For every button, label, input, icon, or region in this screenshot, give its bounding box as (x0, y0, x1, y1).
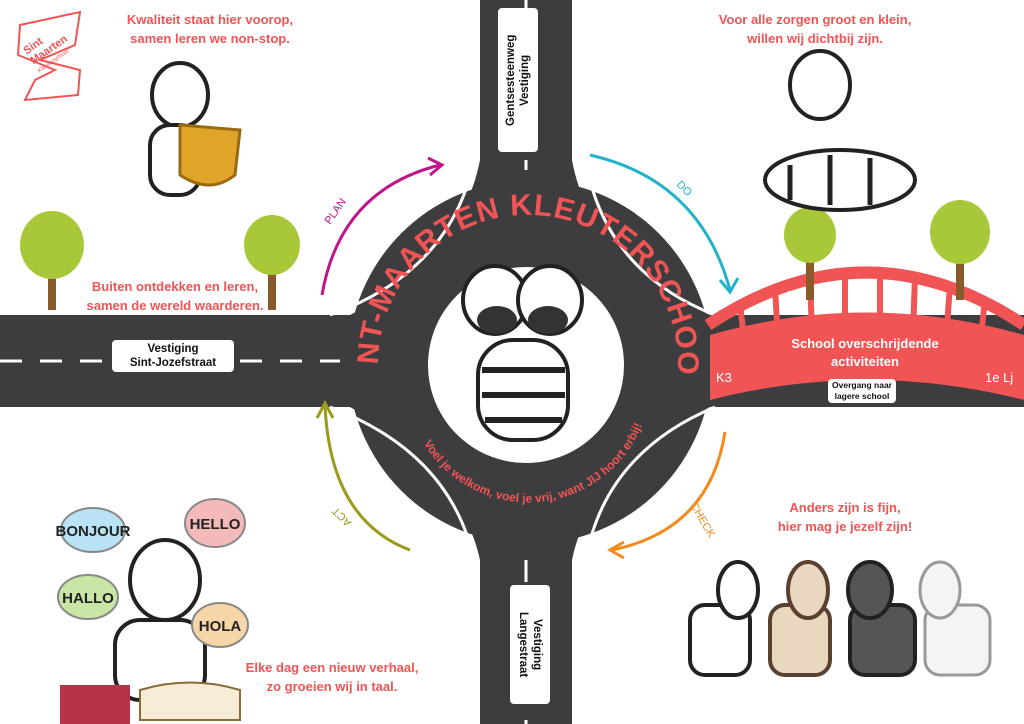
sign-line: Langestraat (517, 611, 529, 678)
zebra-hug-illustration (763, 49, 917, 212)
check-label: CHECK (687, 501, 717, 541)
svg-text:PLAN: PLAN (323, 196, 349, 226)
sign-line: Sint-Jozefstraat (129, 357, 217, 369)
bridge-label: School overschrijdende activiteiten (770, 335, 960, 371)
caption-line: Kwaliteit staat hier voorop, (126, 12, 294, 27)
act-arrow (323, 404, 411, 552)
caption-line: Elke dag een nieuw verhaal, (245, 660, 419, 675)
plan-arrow (320, 163, 441, 296)
caption-quality: Kwaliteit staat hier voorop, samen leren… (105, 10, 315, 48)
caption-language: Elke dag een nieuw verhaal, zo groeien w… (232, 658, 432, 696)
sign-sint-jozefstraat: Vestiging Sint-Jozefstraat (112, 340, 234, 372)
do-arrow (589, 153, 732, 291)
caption-line: samen de wereld waarderen. (86, 298, 264, 313)
bridge-label-line: activiteiten (831, 354, 899, 369)
sign-gentsesteenweg: Vestiging Gentsesteenweg (498, 8, 538, 152)
reading-zebra-illustration (60, 538, 241, 724)
caption-line: willen wij dichtbij zijn. (747, 31, 883, 46)
caption-diversity: Anders zijn is fijn, hier mag je jezelf … (745, 498, 945, 536)
school-logo (16, 10, 82, 102)
svg-text:ACT: ACT (330, 504, 354, 528)
bubble-hello: HELLO (190, 516, 241, 533)
sign-langestraat: Vestiging Langestraat (510, 585, 550, 704)
sign-line: Overgang naar (832, 380, 892, 390)
do-label: DO (674, 179, 694, 199)
tree-illustrations (20, 200, 990, 310)
plan-label: PLAN (323, 196, 349, 226)
bridge-1e-lj: 1e Lj (985, 370, 1014, 385)
svg-text:CHECK: CHECK (687, 501, 717, 541)
caption-line: Buiten ontdekken en leren, (91, 279, 259, 294)
sign-line: lagere school (834, 391, 890, 401)
caption-line: zo groeien wij in taal. (266, 679, 398, 694)
zebra-shield-illustration (148, 61, 242, 197)
four-zebras-illustration (688, 560, 992, 677)
bridge-k3: K3 (716, 370, 732, 385)
sign-line: Vestiging (531, 618, 543, 671)
sign-line: Gentsesteenweg (505, 34, 517, 126)
bubble-hallo: HALLO (62, 590, 114, 607)
caption-line: samen leren we non-stop. (130, 31, 290, 46)
sign-line: Vestiging (147, 343, 199, 355)
sign-transition: Overgang naar lagere school (828, 379, 896, 403)
zebra-couple-illustration (461, 264, 584, 442)
caption-line: Voor alle zorgen groot en klein, (718, 12, 912, 27)
act-label: ACT (330, 504, 354, 528)
caption-outdoors: Buiten ontdekken en leren, samen de were… (70, 277, 280, 315)
sign-line: Vestiging (519, 54, 531, 106)
caption-line: Anders zijn is fijn, (789, 500, 901, 515)
speech-bubbles: BONJOUR HELLO HALLO HOLA (55, 498, 249, 648)
bubble-bonjour: BONJOUR (55, 523, 130, 540)
caption-care: Voor alle zorgen groot en klein, willen … (700, 10, 930, 48)
bubble-hola: HOLA (199, 618, 242, 635)
bridge (704, 266, 1024, 400)
bridge-label-line: School overschrijdende (791, 336, 939, 351)
check-arrow (611, 431, 727, 552)
svg-text:DO: DO (674, 179, 694, 199)
caption-line: hier mag je jezelf zijn! (777, 519, 913, 534)
